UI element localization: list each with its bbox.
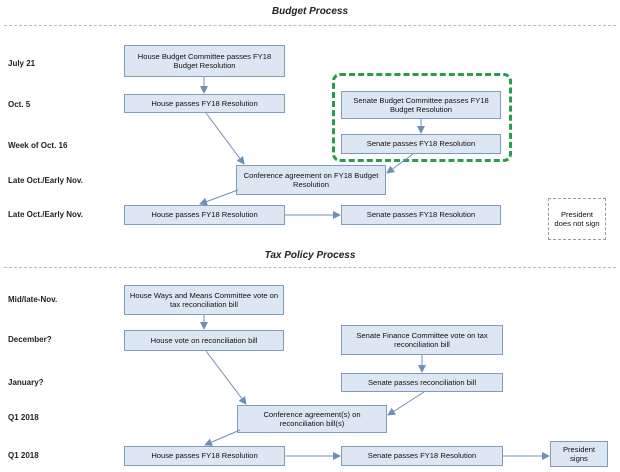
house-budget-committee-box: House Budget Committee passes FY18 Budge… xyxy=(124,45,285,77)
senate-passes-final-box: Senate passes FY18 Resolution xyxy=(341,205,501,225)
arrow-senate-passes-to-tax-conference xyxy=(387,391,425,416)
tax-policy-process-title: Tax Policy Process xyxy=(264,250,356,261)
budget-process-title: Budget Process xyxy=(271,6,349,17)
arrow-senate-passes-to-conference xyxy=(386,153,414,174)
tax-divider xyxy=(4,267,616,268)
president-signs-box: President signs xyxy=(550,441,608,467)
budget-conference-box: Conference agreement on FY18 Budget Reso… xyxy=(236,165,386,195)
tax-conference-box: Conference agreement(s) on reconciliatio… xyxy=(237,405,387,433)
date-july-21: July 21 xyxy=(8,59,36,68)
house-vote-reconciliation-box: House vote on reconciliation bill xyxy=(124,330,284,351)
senate-passes-final-tax-box: Senate passes FY18 Resolution xyxy=(341,446,503,466)
date-january: January? xyxy=(8,378,44,387)
arrow-tax-conference-to-house-final xyxy=(204,429,241,446)
house-passes-final-tax-box: House passes FY18 Resolution xyxy=(124,446,285,466)
budget-divider xyxy=(4,25,616,26)
date-late-oct-1: Late Oct./Early Nov. xyxy=(8,176,83,185)
date-week-oct-16: Week of Oct. 16 xyxy=(8,141,68,150)
date-december: December? xyxy=(8,335,52,344)
date-late-oct-2: Late Oct./Early Nov. xyxy=(8,210,83,219)
date-oct-5: Oct. 5 xyxy=(8,100,31,109)
ways-and-means-box: House Ways and Means Committee vote on t… xyxy=(124,285,284,315)
arrow-house-vote-to-conference xyxy=(205,350,247,405)
senate-budget-committee-box: Senate Budget Committee passes FY18 Budg… xyxy=(341,91,501,119)
date-q1-2018-1: Q1 2018 xyxy=(8,413,39,422)
house-passes-final-box: House passes FY18 Resolution xyxy=(124,205,285,225)
senate-passes-reconciliation-box: Senate passes reconciliation bill xyxy=(341,373,503,392)
arrow-house-passes-to-conference xyxy=(205,112,245,165)
house-passes-resolution-box: House passes FY18 Resolution xyxy=(124,94,285,113)
senate-passes-resolution-box: Senate passes FY18 Resolution xyxy=(341,134,501,154)
date-q1-2018-2: Q1 2018 xyxy=(8,451,39,460)
date-mid-late-nov: Mid/late-Nov. xyxy=(8,295,58,304)
senate-highlight-frame xyxy=(332,73,512,162)
president-does-not-sign-box: President does not sign xyxy=(548,198,606,240)
senate-finance-committee-box: Senate Finance Committee vote on tax rec… xyxy=(341,325,503,355)
arrow-conference-to-house-final xyxy=(199,189,239,206)
